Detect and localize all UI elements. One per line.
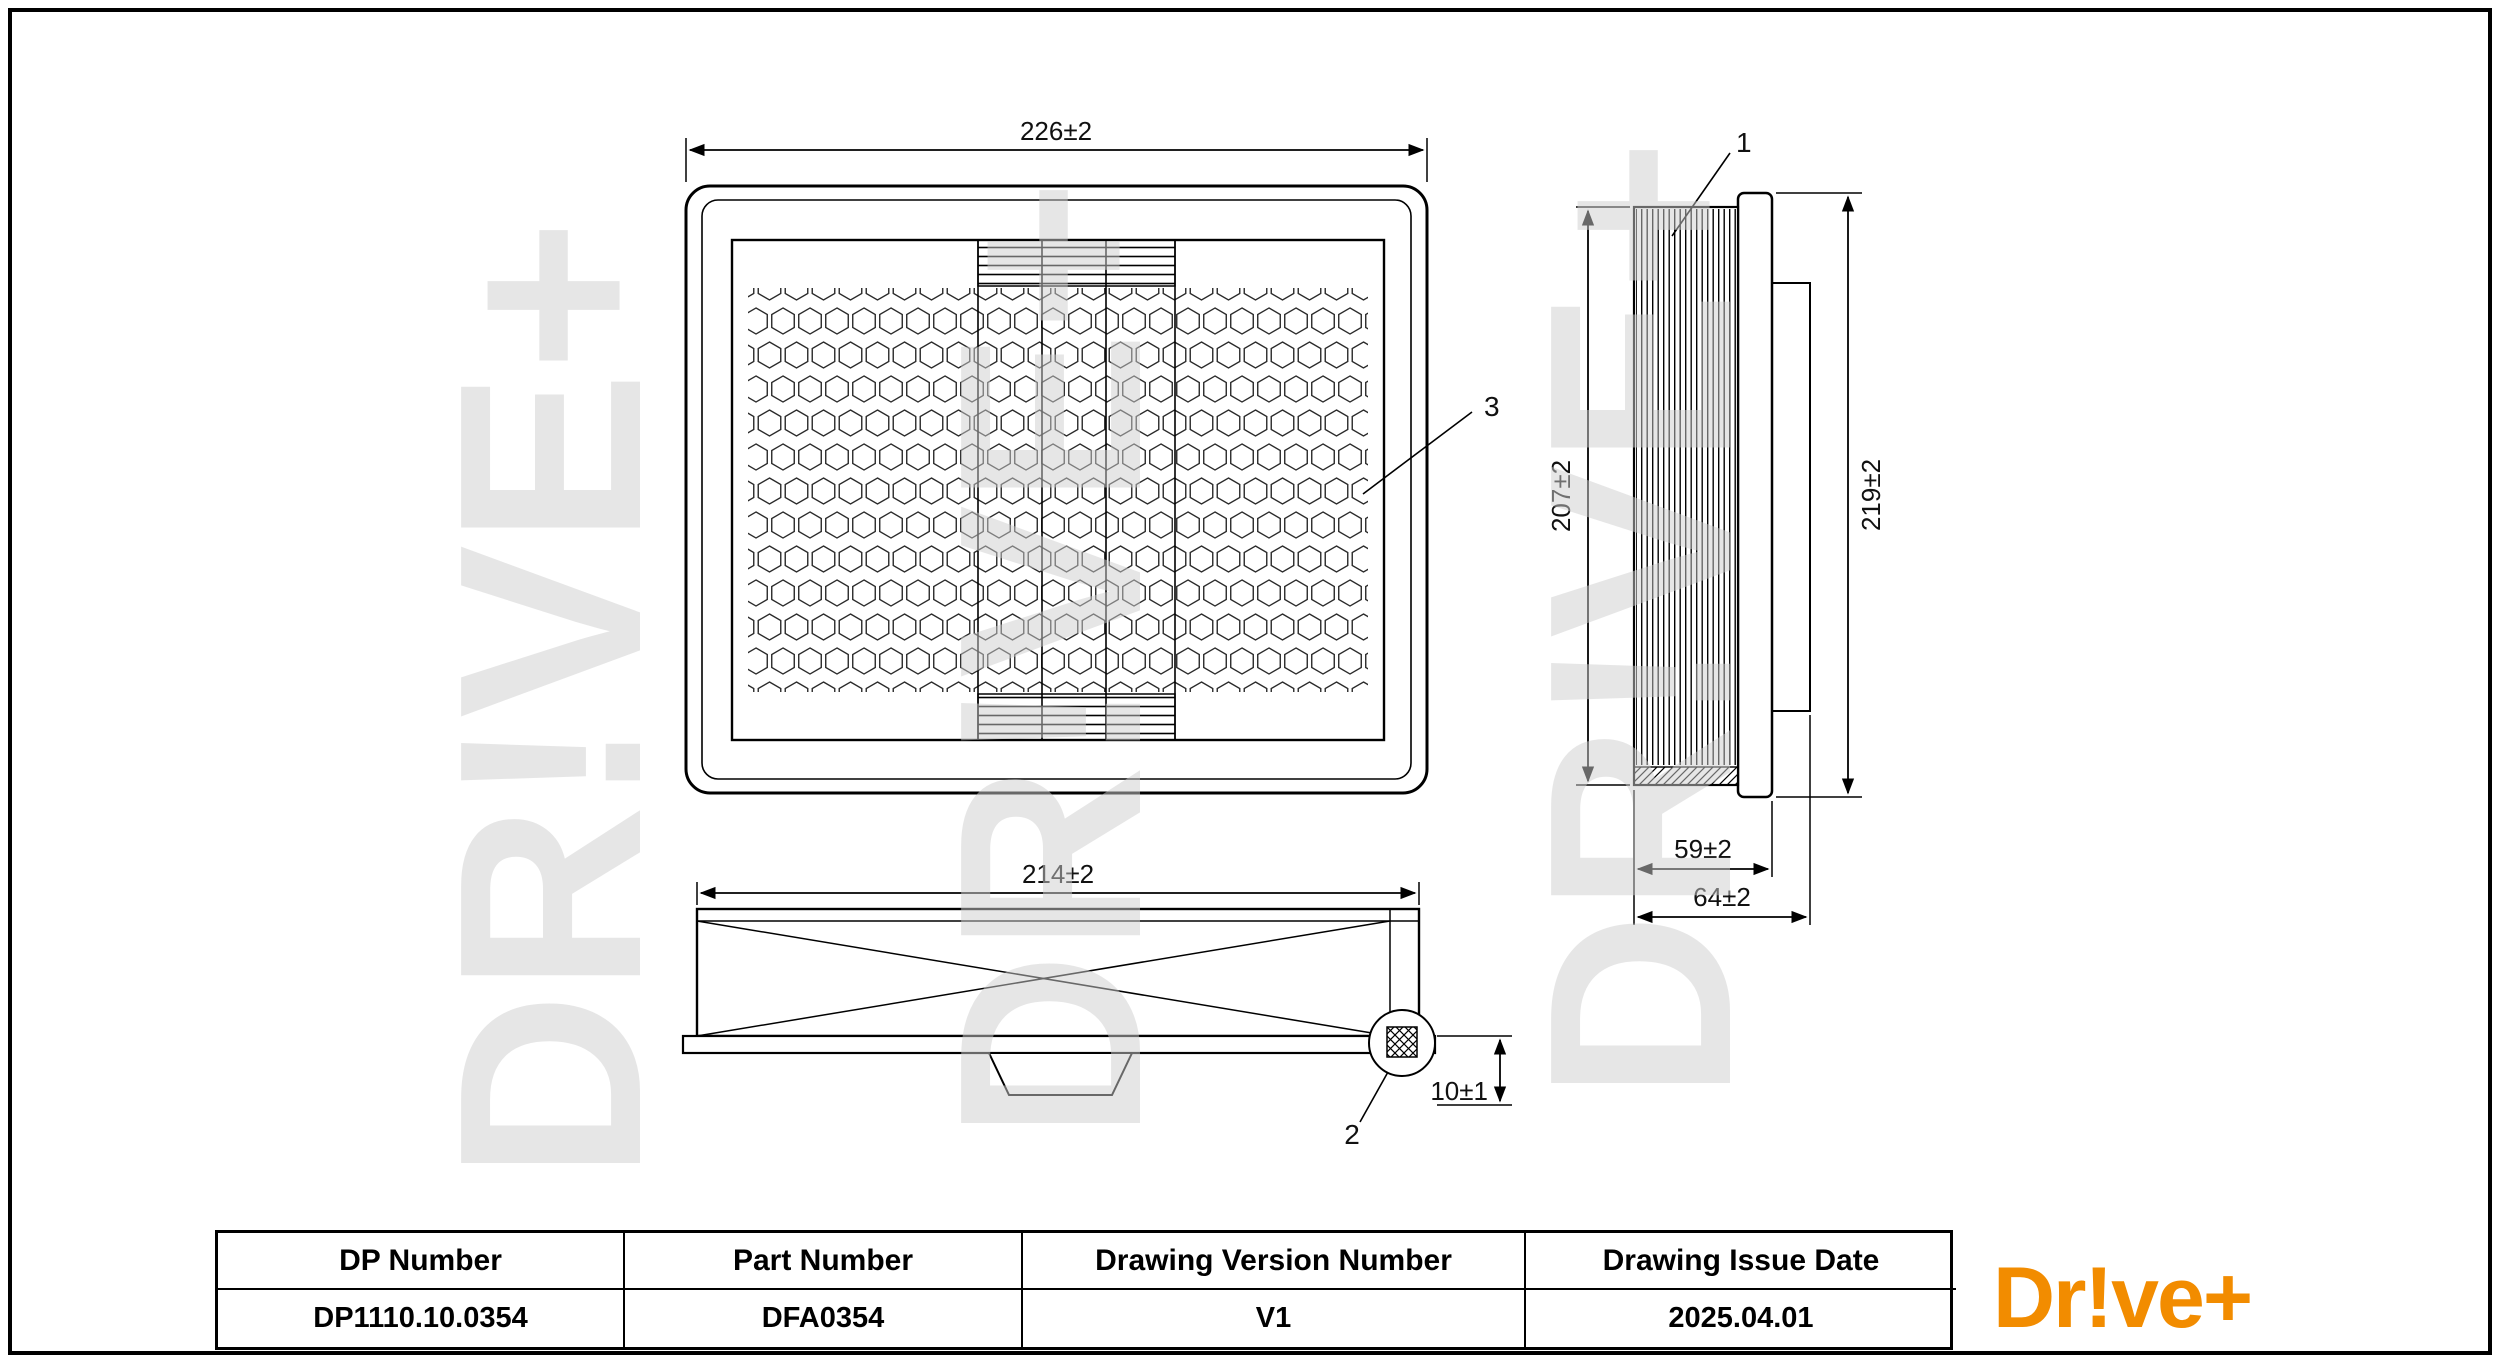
pleat-height-dimension-label: 207±2 <box>1546 460 1576 532</box>
front-width-dimension-lines <box>685 138 1428 182</box>
filter-housing-inner-lip <box>701 199 1412 780</box>
overall-height-dimension-lines <box>1776 192 1862 798</box>
issue-date-value: 2025.04.01 <box>1668 1302 1814 1334</box>
drawing-version-value: V1 <box>1023 1290 1526 1347</box>
side-view: 207±2 219±2 59±2 64±2 1 <box>1546 127 1886 925</box>
callout-2-label: 2 <box>1344 1119 1360 1150</box>
watermarks: DR!VE+ DR!VE+ DR!VE+ <box>406 140 1786 1181</box>
issue-date-header: Drawing Issue Date <box>1526 1233 1956 1290</box>
profile-bottom-boss <box>987 1052 1134 1096</box>
filter-center-dividers <box>977 240 1176 740</box>
profile-view: 214±2 10±1 2 <box>681 859 1512 1150</box>
watermark-right: DR!VE+ <box>1496 140 1786 1101</box>
dp-number-header: DP Number <box>218 1233 625 1290</box>
callout-1-leader <box>1671 152 1731 237</box>
profile-body <box>695 907 1421 1038</box>
pleat-depth-dimension-label: 59±2 <box>1674 834 1732 864</box>
pleat-bottom-seal <box>1633 766 1739 786</box>
watermark-left: DR!VE+ <box>406 220 696 1181</box>
filter-media-honeycomb <box>748 288 1368 692</box>
overall-height-dimension-label: 219±2 <box>1856 459 1886 531</box>
callout-1-label: 1 <box>1736 127 1752 158</box>
pleat-block-pleats <box>1636 209 1736 765</box>
front-view: 226±2 3 <box>684 116 1500 795</box>
dp-number-value: DP1110.10.0354 <box>218 1290 625 1347</box>
part-number-header: Part Number <box>625 1233 1023 1290</box>
part-number-value: DFA0354 <box>625 1290 1023 1347</box>
lip-height-dimension-label: 10±1 <box>1430 1076 1488 1106</box>
pleat-depth-dimension-lines <box>1633 790 1773 925</box>
front-width-dimension-label: 226±2 <box>1020 116 1092 146</box>
callout-3-label: 3 <box>1484 391 1500 422</box>
drawing-version-header: Drawing Version Number <box>1023 1233 1526 1290</box>
watermark-center: DR!VE+ <box>906 180 1196 1141</box>
overall-depth-dimension-lines <box>1636 715 1811 925</box>
lip-height-dimension-lines <box>1437 1035 1512 1106</box>
callout-3-leader <box>1362 411 1473 495</box>
overall-depth-dimension-label: 64±2 <box>1693 882 1751 912</box>
seal-detail-hatch <box>1386 1026 1418 1058</box>
drive-logo: Dr!ve+ <box>1992 1249 2253 1346</box>
housing-step-profile <box>1771 282 1811 712</box>
callout-2-leader <box>1359 1071 1389 1123</box>
pleat-height-dimension-lines <box>1576 206 1630 786</box>
profile-width-dimension-lines <box>696 882 1420 905</box>
title-block: DP Number Part Number Drawing Version Nu… <box>215 1230 1956 1350</box>
profile-width-dimension-label: 214±2 <box>1022 859 1094 889</box>
